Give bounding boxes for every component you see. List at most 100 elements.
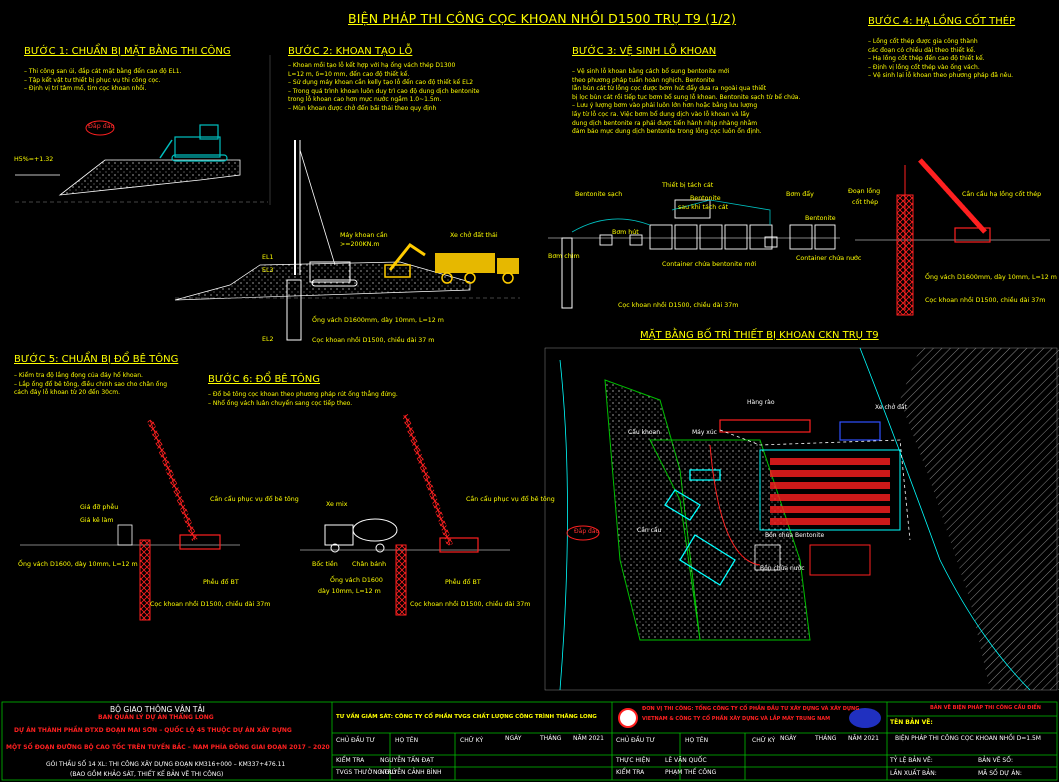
step4-drawing [855, 158, 1050, 316]
step3-notes: – Vệ sinh lỗ khoan bằng cách bổ sung ben… [572, 68, 801, 136]
issue-label: LẦN XUẤT BẢN: [890, 770, 937, 777]
steel-label: Bốc tiền [312, 561, 338, 568]
step1-heading: BƯỚC 1: CHUẨN BỊ MẶT BẰNG THI CÔNG [24, 46, 231, 57]
step5-pile-label: Cọc khoan nhồi D1500, chiều dài 37m [150, 601, 271, 608]
drawing-name: BIỆN PHÁP THI CÔNG CỌC KHOAN NHỒI D=1.5M [895, 735, 1041, 742]
cement-label: Chân bánh [352, 561, 387, 568]
cage-label: Đoạn lồng [848, 188, 881, 195]
drawing-name-label: TÊN BẢN VẼ: [890, 719, 933, 726]
frame-label: Giá kê làm [80, 517, 114, 524]
name2-header: HỌ TÊN [685, 737, 709, 744]
truck-label: Xe chở đất thải [450, 232, 498, 239]
level-label: H5%=+1.32 [14, 156, 54, 163]
step3-pile-label: Cọc khoan nhồi D1500, chiều dài 37m [618, 302, 739, 309]
sign-header: CHỮ KÝ [460, 737, 484, 744]
date-year: NĂM 2021 [573, 735, 604, 742]
step6-notes: – Đổ bê tông cọc khoan theo phương pháp … [208, 391, 398, 407]
pump-out-label: Bơm đẩy [786, 191, 814, 198]
plan-title: MẶT BẰNG BỐ TRÍ THIẾT BỊ KHOAN CKN TRỤ T… [640, 330, 879, 341]
step6-casing2-label: dày 10mm, L=12 m [318, 588, 381, 595]
name-2: NGUYỄN CẢNH BÌNH [380, 769, 442, 776]
step2-drawing [174, 55, 520, 341]
plan-drill-label: Máy xúc [692, 429, 717, 436]
date2-year: NĂM 2021 [848, 735, 879, 742]
step6-tremie-label: Phễu đổ BT [445, 579, 481, 586]
container2-label: Container chứa nước [796, 255, 862, 262]
contractor-logo [618, 708, 638, 728]
owner1: BỘ GIAO THÔNG VẬN TẢI [110, 705, 205, 714]
step6-crane-label: Cần cẩu phục vụ đổ bê tông [466, 496, 555, 503]
pump2-label: Bơm chìm [548, 253, 580, 260]
owner2: BAN QUẢN LÝ DỰ ÁN THĂNG LONG [98, 714, 214, 721]
step5-heading: BƯỚC 5: CHUẨN BỊ ĐỔ BÊ TÔNG [14, 354, 179, 365]
role2-3: KIỂM TRA [616, 769, 645, 776]
package: GÓI THẦU SỐ 14 XL: THI CÔNG XÂY DỰNG ĐOẠ… [46, 761, 286, 768]
contractor2: VIETNAM & CÔNG TY CỔ PHẦN XÂY DỰNG VÀ LẮ… [642, 716, 831, 722]
el2-label: EL2 [262, 336, 274, 343]
step4-pile-label: Cọc khoan nhồi D1500, chiều dài 37m [925, 297, 1046, 304]
name2-2: PHẠM THẾ CÔNG [665, 769, 717, 776]
scale-label: TỶ LỆ BẢN VẼ: [890, 757, 933, 764]
step3-heading: BƯỚC 3: VỆ SINH LỖ KHOAN [572, 46, 717, 57]
plan-water-label: Bồn chứa nước [760, 565, 805, 572]
role-1: CHỦ ĐẦU TƯ [336, 737, 375, 744]
role-2: KIỂM TRA [336, 757, 365, 764]
step3-drawing [548, 199, 840, 309]
date-day: NGÀY [505, 735, 522, 742]
contractor: ĐƠN VỊ THI CÔNG: TỔNG CÔNG TY CỔ PHẦN ĐẦ… [642, 706, 860, 712]
separator-label: Thiết bị tách cát [662, 182, 714, 189]
hopper-label: Giá đỡ phễu [80, 504, 119, 511]
project2: MỘT SỐ ĐOẠN ĐƯỜNG BỘ CAO TỐC TRÊN TUYẾN … [6, 744, 330, 751]
rig-torque-label: >=200KN.m [340, 241, 380, 248]
plan-bentonite-label: Bồn chứa Bentonite [765, 532, 825, 539]
plan-fence-label: Hàng rào [747, 399, 775, 406]
step5-drawing [20, 418, 240, 621]
step5-crane-label: Cần cẩu phục vụ đổ bê tông [210, 496, 299, 503]
step2-pile-label: Cọc khoan nhồi D1500, chiều dài 37 m [312, 337, 435, 344]
step6-casing-label: Ống vách D1600 [330, 577, 383, 584]
reuse-label: Bentonite [690, 195, 721, 202]
clean-bentonite-label: Bentonite sạch [575, 191, 623, 198]
plan-truck-label: Xe chở đất [875, 404, 907, 411]
reuse2-label: sau khi tách cát [678, 204, 729, 211]
step4-notes: – Lồng cốt thép được gia công thành các … [868, 38, 1014, 80]
project: DỰ ÁN THÀNH PHẦN ĐTXD ĐOẠN MAI SƠN – QUỐ… [14, 727, 292, 734]
plan-crane-label: Cẩu khoan [628, 429, 661, 436]
step5-tremie-label: Phễu đổ BT [203, 579, 239, 586]
name2-1: LÊ VĂN QUỐC [665, 757, 707, 764]
site-plan [544, 347, 1059, 691]
container1-label: Container chứa bentonite mới [662, 261, 757, 268]
drawing-title: BIỆN PHÁP THI CÔNG CỌC KHOAN NHỒI D1500 … [348, 11, 737, 26]
drawing-header: BẢN VẼ BIỆN PHÁP THI CÔNG CẦU ĐIỂN [930, 705, 1041, 711]
sign2-header: CHỮ KÝ [752, 737, 776, 744]
role2-2: THỰC HIỆN [616, 757, 650, 764]
step2-notes: – Khoan mồi tạo lỗ kết hợp với hạ ống vá… [288, 62, 480, 112]
code-label: MÃ SỐ DỰ ÁN: [978, 770, 1022, 777]
role-3: TVGS THƯỜNG TRÚ [336, 769, 397, 776]
sheet-label: BẢN VẼ SỐ: [978, 757, 1013, 764]
cage2-label: cốt thép [852, 199, 879, 206]
step4-casing-label: Ống vách D1600mm, dày 10mm, L=12 m [925, 274, 1057, 281]
step6-drawing [300, 414, 510, 616]
consultant: TƯ VẤN GIÁM SÁT: CÔNG TY CỔ PHẦN TVGS CH… [336, 714, 597, 720]
package2: (BAO GỒM KHẢO SÁT, THIẾT KẾ BẢN VẼ THI C… [70, 771, 224, 778]
step2-casing-label: Ống vách D1600mm, dày 10mm, L=12 m [312, 317, 444, 324]
bentonite-label: Bentonite [805, 215, 836, 222]
step1-drawing [15, 120, 268, 203]
consultant-logo [849, 708, 881, 728]
el3-label: EL3 [262, 267, 274, 274]
el1-label: EL1 [262, 254, 274, 261]
date2-day: NGÀY [780, 735, 797, 742]
step4-crane-label: Cần cẩu hạ lồng cốt thép [962, 191, 1042, 198]
title-block-frame [1, 701, 1058, 781]
name-header: HỌ TÊN [395, 737, 419, 744]
date-month: THÁNG [540, 735, 562, 742]
plan-fill-label: Đắp đảo [574, 528, 600, 535]
fill-label: Đắp đảo [88, 123, 115, 130]
step4-heading: BƯỚC 4: HẠ LỒNG CỐT THÉP [868, 16, 1016, 27]
step6-heading: BƯỚC 6: ĐỔ BÊ TÔNG [208, 374, 321, 385]
plan-pump-label: Cần cẩu [637, 527, 662, 534]
step5-casing-label: Ống vách D1600, dày 10mm, L=12 m [18, 561, 138, 568]
step1-notes: – Thi công san ủi, đắp cát mặt bằng đến … [24, 68, 182, 93]
